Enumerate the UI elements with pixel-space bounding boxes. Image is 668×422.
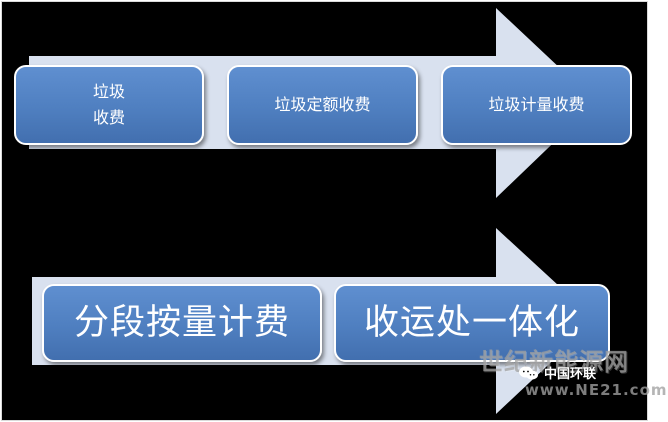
- step-garbage-fee: 垃圾 收费: [14, 65, 204, 145]
- step-collection-processing-integration-label: 收运处一体化: [363, 303, 580, 343]
- step-segmented-volume-billing-label: 分段按量计费: [73, 303, 290, 343]
- step-garbage-metered-fee-label: 垃圾计量收费: [488, 95, 585, 115]
- step-garbage-quota-fee-label: 垃圾定额收费: [274, 95, 371, 115]
- step-collection-processing-integration: 收运处一体化: [334, 284, 610, 362]
- step-garbage-metered-fee: 垃圾计量收费: [441, 65, 632, 145]
- step-garbage-fee-label: 垃圾 收费: [92, 82, 125, 127]
- step-garbage-quota-fee: 垃圾定额收费: [227, 65, 418, 145]
- step-segmented-volume-billing: 分段按量计费: [42, 284, 322, 362]
